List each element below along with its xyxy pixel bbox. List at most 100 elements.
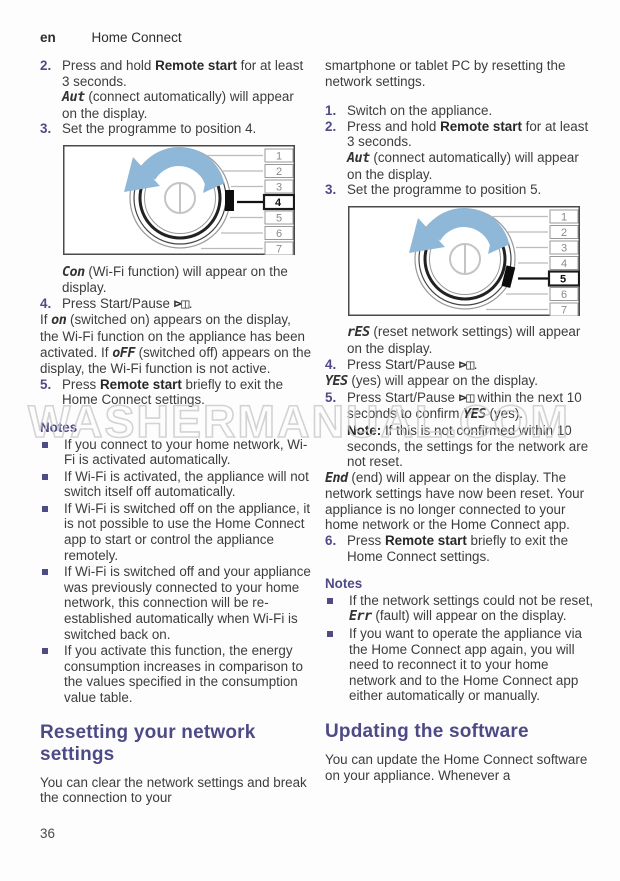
position-box — [549, 255, 579, 270]
position-box-selected — [262, 193, 296, 211]
step-number: 3. — [40, 121, 52, 137]
language-code: en — [40, 30, 56, 45]
step-body: Press Start/Pause ⊳◫ within the next 10 … — [347, 390, 597, 470]
dial-figure-position-5: 1 2 3 4 5 6 7 — [348, 205, 597, 320]
display-code: YES — [325, 374, 348, 390]
step-text: within the next 10 seconds to confirm — [347, 389, 582, 422]
button-name: Remote start — [440, 118, 522, 134]
start-pause-icon: ⊳◫ — [458, 357, 475, 373]
rotate-arrow-tail — [203, 164, 225, 193]
step-text: Set the programme to position 5. — [347, 182, 542, 198]
position-label: 5 — [276, 212, 282, 224]
figure-caption: rES (reset network settings) will appear… — [347, 324, 597, 356]
section-heading-updating-software: Updating the software — [325, 721, 529, 742]
display-code: rES — [347, 325, 370, 341]
paragraph: You can update the Home Connect software… — [325, 752, 588, 783]
step-number: 5. — [40, 376, 52, 392]
position-box — [549, 240, 579, 255]
note-item: If you want to operate the appliance via… — [325, 626, 597, 705]
intro-paragraph: smartphone or tablet PC by resetting the… — [325, 58, 566, 89]
note-item: If you activate this function, the energ… — [40, 643, 312, 705]
paragraph-text: (switched off) appears on the display, t… — [40, 344, 312, 377]
step-number: 2. — [40, 58, 52, 73]
button-name: Remote start — [155, 58, 237, 73]
step-body: Press Start/Pause ⊳◫. — [347, 357, 597, 374]
step-3: 3. Set the programme to position 5. — [325, 182, 597, 198]
display-code: Err — [349, 609, 372, 625]
start-pause-icon: ⊳◫ — [173, 296, 190, 312]
caption-text: (Wi-Fi function) will appear on the disp… — [62, 263, 288, 296]
step-text: for at least 3 seconds. — [62, 58, 304, 89]
bullet-square-icon — [42, 648, 48, 655]
bullet-square-icon — [327, 597, 333, 604]
paragraph-text: (yes) will appear on the display. — [347, 373, 538, 389]
chapter-title: Home Connect — [91, 30, 182, 45]
position-label: 2 — [276, 166, 282, 178]
note-text: If you activate this function, the energ… — [64, 643, 303, 705]
position-marker — [225, 189, 234, 211]
step-text: Set the programme to position 4. — [62, 121, 257, 137]
page-number: 36 — [40, 826, 55, 841]
step-text: briefly to exit the Home Connect setting… — [347, 533, 569, 564]
note-fragment: (fault) will appear on the display. — [371, 608, 567, 624]
bullet-square-icon — [42, 505, 48, 512]
note-item: If you connect to your home network, Wi-… — [40, 437, 312, 468]
step-body: Press Remote start briefly to exit the H… — [62, 377, 312, 408]
note-item: If the network settings could not be res… — [325, 593, 597, 625]
step-text: . — [473, 356, 478, 372]
display-code: Con — [62, 264, 85, 280]
display-code: YES — [463, 407, 486, 423]
note-item: If Wi-Fi is activated, the appliance wil… — [40, 469, 312, 500]
step-5: 5. Press Start/Pause ⊳◫ within the next … — [325, 390, 597, 470]
paragraph-text: If — [40, 312, 52, 328]
step-text: . — [188, 295, 193, 311]
button-name: Remote start — [99, 376, 182, 392]
display-code: on — [51, 313, 67, 329]
display-code: oFF — [112, 345, 135, 361]
position-label: 6 — [561, 289, 567, 301]
step-body: Press and hold Remote start for at least… — [62, 58, 312, 121]
step-4: 4. Press Start/Pause ⊳◫. — [40, 296, 312, 313]
bullet-square-icon — [42, 473, 48, 480]
position-label: 7 — [276, 243, 282, 255]
button-name: Remote start — [384, 533, 467, 549]
note-text: If Wi-Fi is activated, the appliance wil… — [64, 468, 309, 500]
step-5: 5. Press Remote start briefly to exit th… — [40, 377, 312, 408]
position-label: 6 — [276, 228, 282, 240]
step-1: 1. Switch on the appliance. — [325, 103, 597, 119]
position-box — [264, 179, 294, 194]
step-body: Press Start/Pause ⊳◫. — [62, 296, 312, 313]
position-label: 4 — [561, 258, 567, 270]
bullet-square-icon — [42, 441, 48, 448]
note-text: If you want to operate the appliance via… — [349, 626, 597, 705]
step-number: 5. — [325, 389, 337, 405]
paragraph-text: (end) will appear on the display. The ne… — [325, 469, 585, 533]
note-fragment: If you want to operate the appliance via… — [349, 626, 583, 704]
right-column: smartphone or tablet PC by resetting the… — [325, 58, 597, 783]
step-text: (connect automatically) will appear on t… — [62, 89, 294, 121]
rotate-arrow-head — [409, 217, 445, 253]
step-text: for at least 3 seconds. — [347, 118, 589, 150]
position-box — [264, 148, 294, 163]
position-box — [264, 225, 294, 240]
step-text: (connect automatically) will appear on t… — [347, 149, 579, 182]
note-text: If this is not confirmed within 10 secon… — [347, 422, 589, 470]
start-pause-icon: ⊳◫ — [458, 390, 475, 406]
note-item: If Wi-Fi is switched off on the applianc… — [40, 501, 312, 563]
position-box — [549, 286, 579, 301]
position-label: 1 — [276, 150, 282, 162]
step-2: 2. Press and hold Remote start for at le… — [40, 58, 312, 121]
step-text: Press Start/Pause — [62, 295, 174, 311]
display-code: End — [325, 470, 348, 486]
position-label: 3 — [276, 181, 282, 193]
note-text: If the network settings could not be res… — [349, 593, 597, 625]
position-label: 7 — [561, 304, 567, 316]
dial-figure-position-4: 1 2 3 4 5 6 7 — [63, 144, 312, 259]
step-text: Press and hold — [347, 118, 441, 134]
section-heading-resetting-network: Resetting your network settings — [40, 721, 256, 765]
step-number: 6. — [325, 533, 337, 549]
programme-dial-diagram-position-5: 1 2 3 4 5 6 7 — [348, 205, 581, 317]
bullet-square-icon — [42, 569, 48, 576]
figure-caption: Con (Wi-Fi function) will appear on the … — [62, 264, 312, 296]
